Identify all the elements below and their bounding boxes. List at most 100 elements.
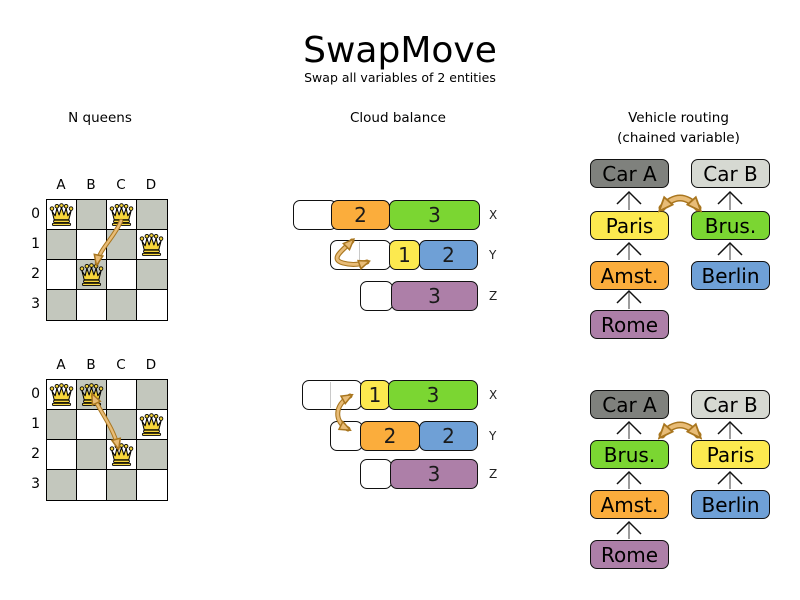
panel-header-cloud: Cloud balance — [349, 110, 446, 126]
chain-up-arrow — [616, 241, 642, 260]
chain-up-arrow — [717, 190, 743, 210]
board-cell — [47, 230, 77, 260]
capacity-free-segment — [293, 200, 337, 230]
row-header: 0 — [31, 206, 40, 222]
board-cell — [137, 470, 167, 500]
panel-header-nqueens: N queens — [68, 110, 132, 126]
vr-node-label: Paris — [706, 442, 755, 467]
board-cell — [137, 380, 167, 410]
board-cell — [107, 230, 137, 260]
board-cell — [107, 470, 137, 500]
vr-node-rome: Rome — [590, 310, 669, 339]
row-header: 0 — [31, 386, 40, 402]
col-header: C — [116, 357, 126, 373]
chain-up-arrow — [616, 190, 642, 210]
chain-up-arrow — [616, 470, 642, 489]
col-header: B — [86, 177, 96, 193]
board-cell — [107, 200, 137, 230]
process-segment: 3 — [390, 459, 478, 489]
vr-node-car-a: Car A — [590, 390, 669, 419]
queen-icon — [139, 233, 164, 256]
process-value: 2 — [442, 243, 455, 267]
chain-up-arrow — [616, 420, 642, 439]
vr-node-label: Amst. — [600, 492, 659, 517]
row-header: 3 — [31, 476, 40, 492]
board-cell — [47, 260, 77, 290]
board-cell — [77, 260, 107, 290]
process-segment: 2 — [331, 200, 390, 230]
vr-node-label: Amst. — [600, 263, 659, 288]
queen-icon — [109, 203, 134, 226]
chain-up-arrow — [616, 520, 642, 539]
chain-up-arrow — [717, 470, 743, 489]
computer-label: Z — [489, 289, 498, 303]
row-header: 3 — [31, 296, 40, 312]
vr-node-berlin: Berlin — [691, 261, 770, 290]
process-segment: 2 — [419, 240, 478, 270]
vr-node-brussels: Brus. — [691, 211, 770, 240]
board-cell — [137, 410, 167, 440]
computer-label: X — [489, 388, 498, 402]
panel-subheader-vehicle: (chained variable) — [617, 130, 740, 146]
row-header: 2 — [31, 446, 40, 462]
queen-icon — [79, 263, 104, 286]
board-cell — [77, 470, 107, 500]
board-cell — [77, 290, 107, 320]
page-title: SwapMove — [303, 30, 497, 71]
capacity-free-segment — [360, 281, 393, 311]
board-cell — [107, 290, 137, 320]
process-segment: 1 — [360, 380, 390, 410]
process-value: 3 — [426, 383, 440, 407]
vr-node-car-b: Car B — [691, 390, 770, 419]
chain-up-arrow — [717, 420, 743, 439]
row-header: 1 — [31, 236, 40, 252]
page-subtitle: Swap all variables of 2 entities — [304, 70, 496, 85]
capacity-free-segment — [360, 459, 392, 489]
chain-up-arrow — [616, 289, 642, 309]
board-cell — [107, 380, 137, 410]
panel-header-vehicle: Vehicle routing — [628, 110, 729, 126]
board-cell — [77, 380, 107, 410]
col-header: D — [145, 177, 157, 193]
process-segment: 1 — [389, 240, 420, 270]
board-cell — [107, 260, 137, 290]
board-cell — [77, 230, 107, 260]
vr-swap-arrow-before — [662, 194, 698, 208]
computer-label: Z — [489, 467, 498, 481]
vr-node-label: Rome — [600, 542, 659, 567]
vr-node-label: Brus. — [603, 442, 656, 467]
col-header: A — [56, 177, 66, 193]
vr-node-berlin: Berlin — [691, 490, 770, 519]
col-header: C — [116, 177, 126, 193]
queen-icon — [49, 383, 74, 406]
process-value: 2 — [383, 424, 397, 448]
process-segment: 2 — [360, 421, 420, 451]
col-header: D — [145, 357, 157, 373]
capacity-free-segment — [302, 380, 362, 410]
capacity-free-segment — [330, 240, 391, 270]
vr-node-label: Berlin — [701, 492, 760, 517]
capacity-divider — [359, 242, 360, 268]
vr-swap-arrow-after — [662, 421, 698, 435]
board-cell — [137, 260, 167, 290]
chessboard-before — [46, 199, 168, 321]
board-cell — [47, 440, 77, 470]
process-value: 2 — [354, 203, 367, 227]
vr-node-car-a: Car A — [590, 159, 669, 188]
row-header: 1 — [31, 416, 40, 432]
process-value: 3 — [428, 284, 441, 308]
vr-node-label: Brus. — [704, 213, 757, 238]
queen-icon — [109, 443, 134, 466]
vr-node-label: Car A — [602, 392, 657, 417]
board-cell — [47, 290, 77, 320]
col-header: A — [56, 357, 66, 373]
board-cell — [47, 470, 77, 500]
process-value: 1 — [368, 383, 382, 407]
vr-node-label: Car A — [602, 161, 657, 186]
capacity-free-segment — [330, 421, 363, 451]
board-cell — [137, 440, 167, 470]
board-cell — [47, 380, 77, 410]
process-value: 3 — [428, 203, 441, 227]
chessboard-after — [46, 379, 168, 501]
